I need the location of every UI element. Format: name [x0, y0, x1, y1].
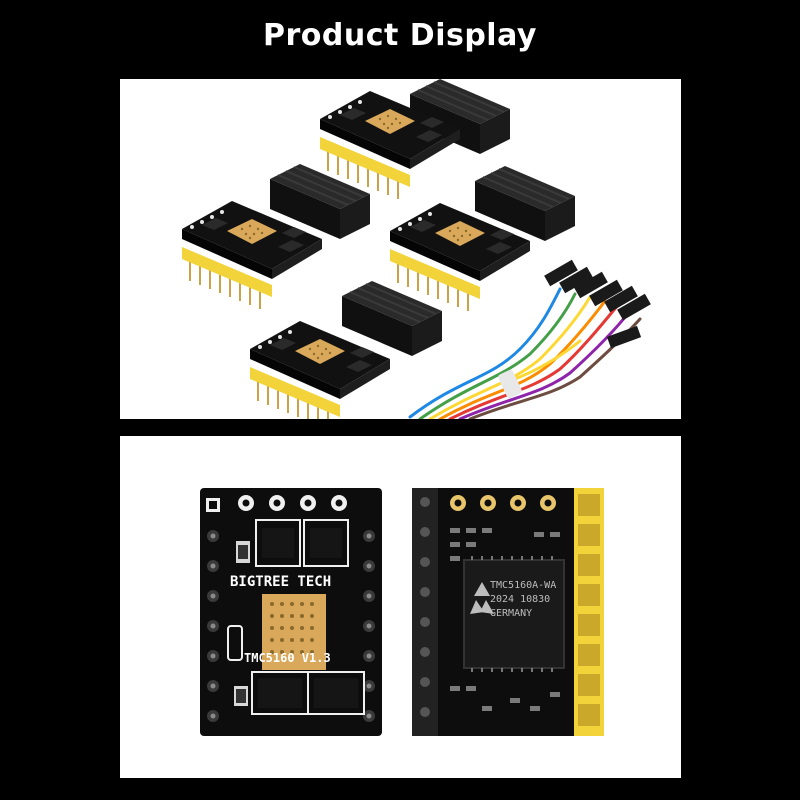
chip-marking-line3: GERMANY: [490, 608, 532, 619]
page-title: Product Display: [263, 18, 537, 53]
board-back: TMC5160A-WA 2024 10830 GERMANY: [412, 488, 604, 736]
product-kit-photo: [120, 79, 681, 419]
model-label: TMC5160 V1.3: [244, 651, 331, 665]
trinamic-logo-icon: [470, 582, 494, 614]
board-closeup-illustration: BIGTREE TECH TMC5160 V1.3: [200, 488, 604, 736]
chip-marking-line2: 2024 10830: [490, 594, 550, 605]
board-front: BIGTREE TECH TMC5160 V1.3: [200, 488, 382, 736]
brand-label: BIGTREE TECH: [230, 574, 331, 590]
chip-marking-line1: TMC5160A-WA: [490, 580, 556, 591]
product-kit-illustration: [181, 79, 651, 419]
board-closeup-photo: BIGTREE TECH TMC5160 V1.3: [120, 436, 681, 778]
